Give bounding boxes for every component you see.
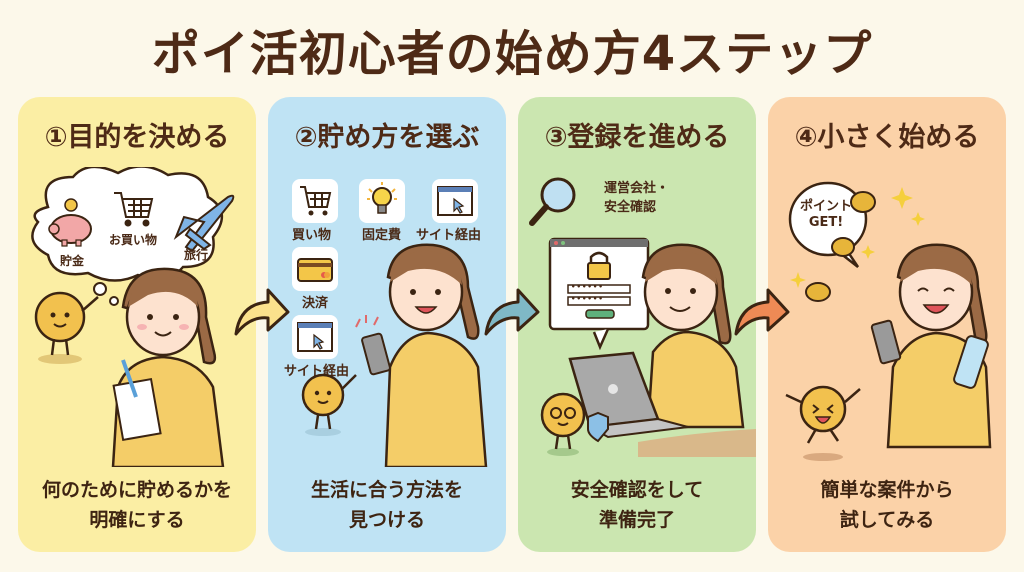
coin-mascot-pointing — [301, 373, 357, 436]
step-2-heading: ②貯め方を選ぶ — [294, 122, 480, 153]
password-field-2: •••••• — [571, 295, 604, 303]
step-2-caption: 生活に合う方法を 見つける — [310, 479, 463, 531]
step-4-heading: ④小さく始める — [794, 122, 980, 153]
magnifier-icon — [529, 177, 576, 226]
page-title: ポイ活初心者の始め方4ステップ — [151, 26, 873, 82]
coin-icon — [805, 191, 876, 302]
piggy-bank-icon — [48, 198, 92, 247]
light-bulb-icon — [359, 179, 405, 223]
girl-with-laptop — [638, 243, 756, 457]
shield-icon — [587, 411, 609, 443]
sparkle-icon — [790, 187, 925, 288]
shopping-cart-icon — [292, 179, 338, 223]
label-shopping: お買い物 — [109, 233, 158, 247]
option-shopping: 買い物 — [292, 228, 332, 243]
laptop-icon — [568, 351, 689, 439]
airplane-icon — [173, 194, 235, 253]
step-4-caption: 簡単な案件から 試してみる — [820, 479, 954, 531]
coin-mascot-jumping — [785, 385, 861, 461]
girl-with-phone — [355, 243, 488, 467]
step-3-panel: ③登録を進める — [518, 97, 756, 552]
arrow-step3-to-step4-icon — [734, 288, 790, 336]
step-3-heading: ③登録を進める — [544, 122, 730, 153]
step-4-illustration — [785, 181, 992, 461]
step-1-illustration — [31, 167, 235, 467]
browser-cursor-icon — [292, 315, 338, 359]
label-travel: 旅行 — [184, 248, 209, 262]
coin-mascot-glasses — [540, 392, 586, 456]
step-4-panel: ④小さく始める — [768, 97, 1006, 552]
option-payment: 決済 — [302, 296, 329, 311]
option-fixed-costs: 固定費 — [362, 228, 402, 243]
girl-writing — [111, 267, 225, 467]
login-form-window — [548, 237, 650, 351]
safety-check-label: 運営会社・ 安全確認 — [604, 181, 670, 215]
step-1-heading: ①目的を決める — [44, 122, 230, 153]
step-1-panel: ①目的を決める — [18, 97, 256, 552]
option-via-site: サイト経由 — [416, 228, 482, 243]
step-2-panel: ②貯め方を選ぶ 買い物 固定費 サイト経由 決済 サイト経由 — [268, 97, 506, 552]
speech-bubble — [788, 181, 868, 268]
water-bottle-icon — [953, 335, 989, 389]
label-savings: 貯金 — [60, 254, 85, 268]
password-field-1: •••••• — [571, 283, 604, 291]
coin-mascot-thumbs-up — [34, 291, 99, 364]
credit-card-icon — [292, 247, 338, 291]
step-1-caption: 何のために貯めるかを 明確にする — [41, 479, 232, 531]
girl-happy — [870, 243, 992, 449]
browser-cursor-icon — [432, 179, 478, 223]
point-get-bubble-text: ポイント GET! — [800, 199, 853, 230]
step-3-illustration — [529, 177, 756, 457]
option-via-site-2: サイト経由 — [284, 364, 350, 379]
lock-icon — [587, 251, 611, 280]
arrow-step2-to-step3-icon — [484, 288, 540, 336]
shopping-cart-icon — [114, 192, 154, 227]
arrow-step1-to-step2-icon — [234, 288, 290, 336]
step-3-caption: 安全確認をして 準備完了 — [570, 479, 704, 531]
